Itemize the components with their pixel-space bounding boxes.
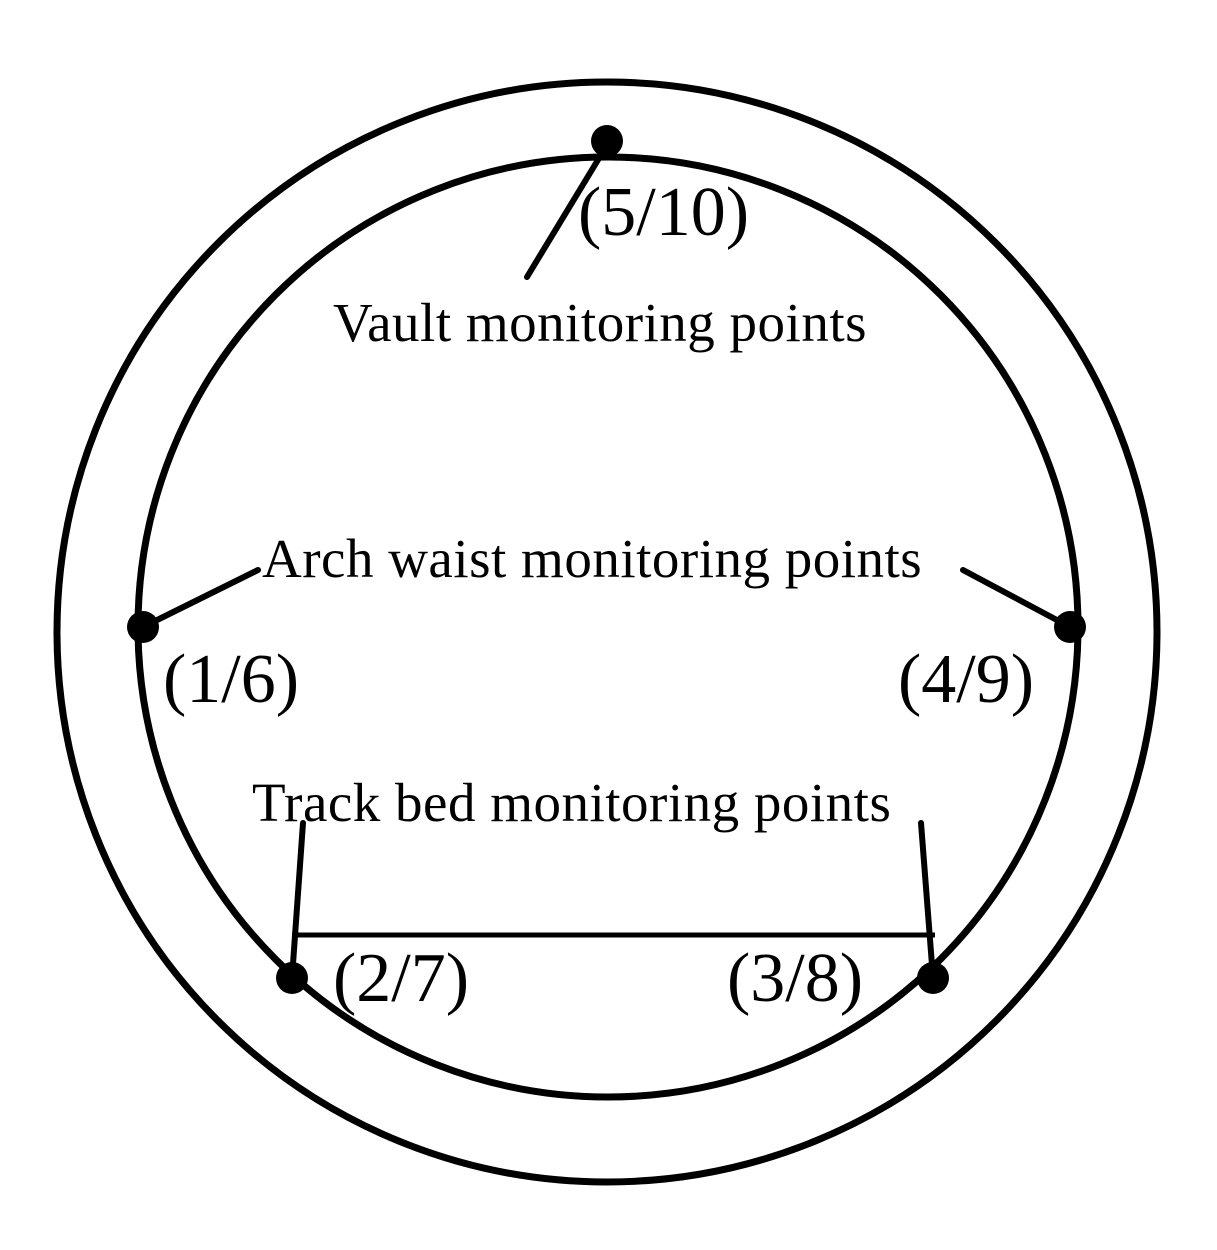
leader-line-track-bed-right xyxy=(918,820,936,981)
leader-line-arch-waist-left xyxy=(140,567,261,630)
point-id-label-vault: (5/10) xyxy=(578,174,750,251)
annotation-label-vault: Vault monitoring points xyxy=(333,292,867,353)
annotation-label-track-bed: Track bed monitoring points xyxy=(252,772,892,833)
leader-line-vault xyxy=(524,142,610,280)
annotation-label-arch-waist: Arch waist monitoring points xyxy=(262,528,923,589)
point-id-label-arch-waist-left: (1/6) xyxy=(163,641,300,718)
monitoring-point-track-bed-right[interactable] xyxy=(917,962,949,994)
outer-tunnel-ring xyxy=(53,78,1161,1186)
monitoring-point-track-bed-left[interactable] xyxy=(276,962,308,994)
point-id-label-track-bed-left: (2/7) xyxy=(333,940,470,1017)
monitoring-point-arch-waist-right[interactable] xyxy=(1054,611,1086,643)
leader-line-track-bed-left xyxy=(289,820,306,981)
monitoring-point-arch-waist-left[interactable] xyxy=(127,611,159,643)
monitoring-point-vault[interactable] xyxy=(591,125,623,157)
leader-line-arch-waist-right xyxy=(960,567,1073,630)
point-id-label-track-bed-right: (3/8) xyxy=(727,940,864,1017)
point-id-label-arch-waist-right: (4/9) xyxy=(898,641,1035,718)
